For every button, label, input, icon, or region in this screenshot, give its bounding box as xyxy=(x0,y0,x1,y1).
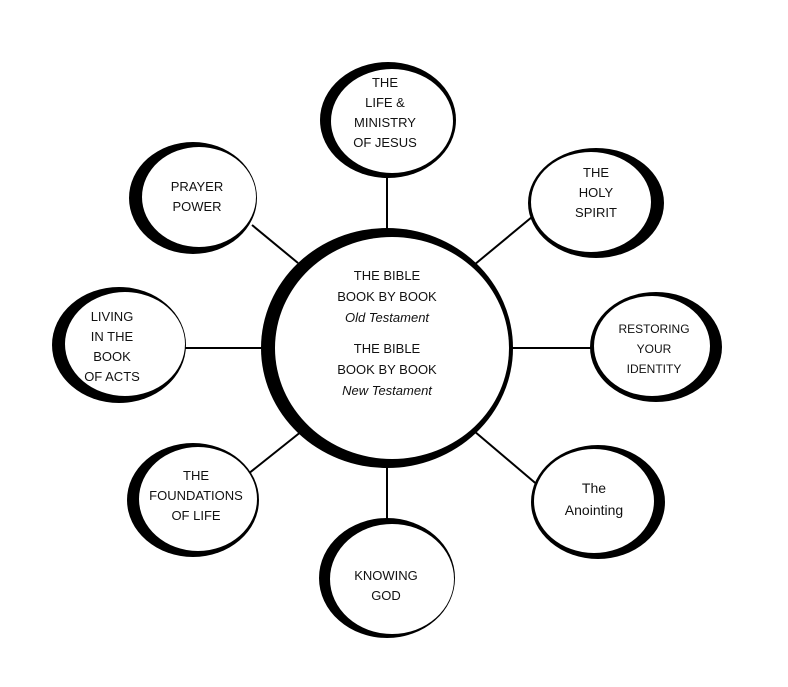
hub-line-6: New Testament xyxy=(342,383,432,398)
node-label-knowing-god: KNOWING GOD xyxy=(354,566,418,606)
node-label-anointing: The Anointing xyxy=(565,477,623,521)
connector-prayer-power xyxy=(251,224,299,264)
node-label-living-book-acts: LIVING IN THE BOOK OF ACTS xyxy=(84,307,140,387)
node-circle-restoring-identity xyxy=(590,292,722,402)
hub-line-3: Old Testament xyxy=(344,310,430,325)
node-circle-foundations-of-life xyxy=(127,443,259,557)
node-line: RESTORING xyxy=(618,322,690,336)
node-label-restoring-identity: RESTORING YOUR IDENTITY xyxy=(618,319,689,379)
node-line: The xyxy=(581,480,607,496)
node-line: BOOK xyxy=(93,349,131,364)
node-line: LIVING xyxy=(90,309,134,324)
node-line: OF LIFE xyxy=(171,508,221,523)
node-circle-holy-spirit xyxy=(528,148,664,258)
hub-label: THE BIBLE BOOK BY BOOK Old Testament THE… xyxy=(337,265,436,401)
node-line: FOUNDATIONS xyxy=(149,488,243,503)
node-label-prayer-power: PRAYER POWER xyxy=(171,177,224,217)
node-line: IN THE xyxy=(90,329,134,344)
node-label-holy-spirit: THE HOLY SPIRIT xyxy=(575,163,617,223)
hub-circle xyxy=(261,228,513,468)
node-line: MINISTRY xyxy=(354,115,416,130)
node-line: IDENTITY xyxy=(626,362,682,376)
connectors xyxy=(181,175,598,521)
connector-holy-spirit xyxy=(473,211,539,266)
hub-line-2: BOOK BY BOOK xyxy=(337,289,437,304)
node-line: THE xyxy=(371,75,398,90)
node-circle-prayer-power xyxy=(129,142,257,254)
node-line: OF JESUS xyxy=(353,135,417,150)
connector-anointing xyxy=(473,430,541,488)
node-line: KNOWING xyxy=(354,568,418,583)
node-line: GOD xyxy=(371,588,401,603)
hub-line-1: THE BIBLE xyxy=(353,268,421,283)
node-line: YOUR xyxy=(636,342,672,356)
node-line: Anointing xyxy=(564,502,624,518)
hub-line-4: THE BIBLE xyxy=(353,341,421,356)
node-label-life-ministry-jesus: THE LIFE & MINISTRY OF JESUS xyxy=(353,73,417,153)
node-line: POWER xyxy=(172,199,222,214)
node-circle-knowing-god xyxy=(319,518,455,638)
node-line: THE xyxy=(183,468,209,483)
node-line: HOLY xyxy=(578,185,614,200)
node-line: SPIRIT xyxy=(575,205,617,220)
node-line: OF ACTS xyxy=(84,369,140,384)
node-line: PRAYER xyxy=(170,179,224,194)
connector-foundations-of-life xyxy=(247,430,303,475)
node-circle-anointing xyxy=(531,445,665,559)
node-line: LIFE & xyxy=(365,95,405,110)
hub-line-5: BOOK BY BOOK xyxy=(337,362,437,377)
node-circle-living-book-acts xyxy=(52,287,186,403)
node-circle-life-ministry-jesus xyxy=(320,62,456,178)
node-label-foundations-of-life: THE FOUNDATIONS OF LIFE xyxy=(149,466,243,526)
node-line: THE xyxy=(583,165,609,180)
